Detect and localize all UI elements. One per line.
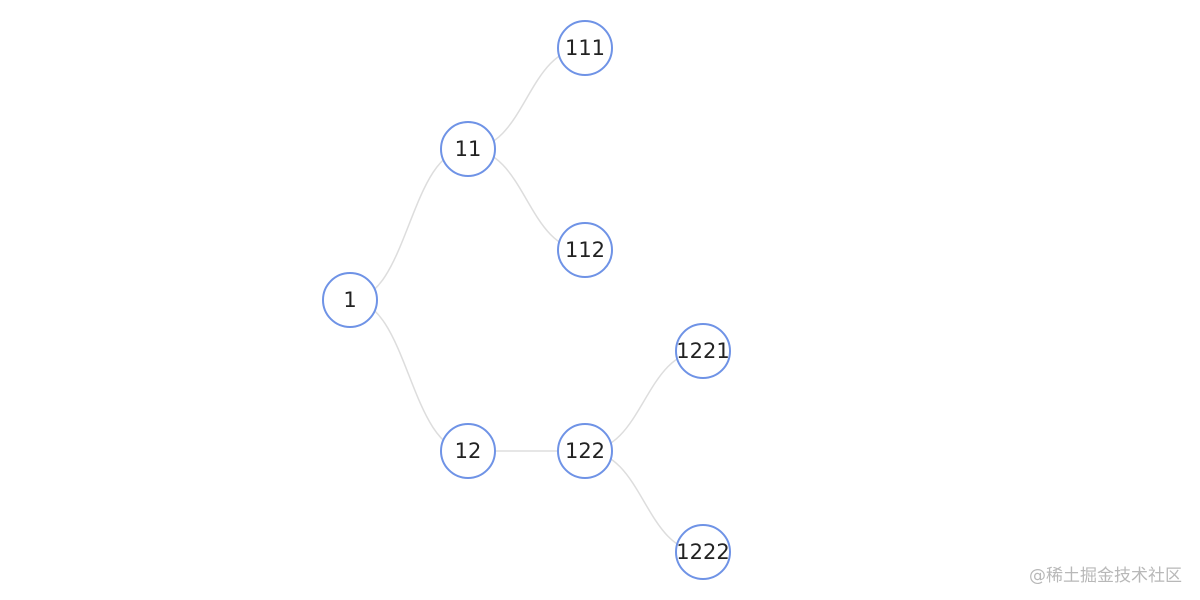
- node-label: 11: [455, 137, 482, 161]
- node-circle[interactable]: [322, 272, 378, 328]
- tree-link-1-12: [349, 299, 469, 452]
- node-label: 12: [455, 439, 482, 463]
- node-label: 111: [565, 36, 605, 60]
- tree-node-1221[interactable]: 1221: [675, 323, 731, 379]
- watermark-text: @稀土掘金技术社区: [1029, 566, 1182, 586]
- tree-node-1222[interactable]: 1222: [675, 524, 731, 580]
- node-circle[interactable]: [440, 423, 496, 479]
- node-circle[interactable]: [557, 20, 613, 76]
- tree-links: [349, 47, 704, 553]
- node-circle[interactable]: [557, 423, 613, 479]
- tree-node-1[interactable]: 1: [322, 272, 378, 328]
- node-circle[interactable]: [557, 222, 613, 278]
- tree-node-122[interactable]: 122: [557, 423, 613, 479]
- node-label: 1: [343, 288, 356, 312]
- tree-node-12[interactable]: 12: [440, 423, 496, 479]
- node-label: 1222: [676, 540, 729, 564]
- node-circle[interactable]: [675, 524, 731, 580]
- tree-node-11[interactable]: 11: [440, 121, 496, 177]
- node-label: 122: [565, 439, 605, 463]
- tree-link-1-11: [349, 148, 469, 301]
- node-circle[interactable]: [675, 323, 731, 379]
- tree-node-111[interactable]: 111: [557, 20, 613, 76]
- node-label: 112: [565, 238, 605, 262]
- node-label: 1221: [676, 339, 729, 363]
- tree-node-112[interactable]: 112: [557, 222, 613, 278]
- node-circle[interactable]: [440, 121, 496, 177]
